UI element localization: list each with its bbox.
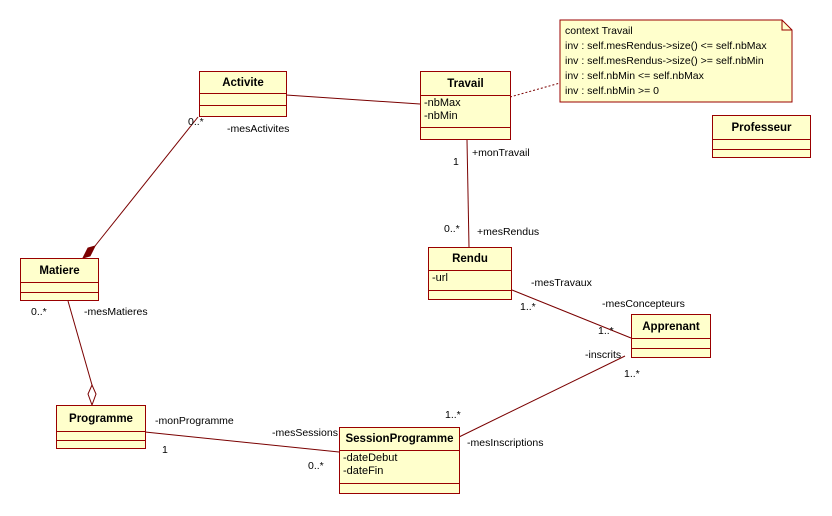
class-attributes: [632, 339, 710, 349]
role-label: -mesConcepteurs: [602, 298, 685, 310]
ocl-constraint-note[interactable]: context Travail inv : self.mesRendus->si…: [560, 20, 792, 102]
class-attributes: [713, 140, 810, 150]
class-travail[interactable]: Travail -nbMax -nbMin: [420, 71, 511, 140]
multiplicity-label: 1..*: [445, 409, 461, 421]
class-professeur[interactable]: Professeur: [712, 115, 811, 158]
class-activite[interactable]: Activite: [199, 71, 287, 117]
note-line: inv : self.mesRendus->size() >= self.nbM…: [565, 55, 764, 67]
aggregation-diamond: [87, 383, 97, 407]
class-name: Apprenant: [632, 315, 710, 339]
note-anchor-link: [509, 82, 561, 98]
role-label: +monTravail: [472, 147, 530, 159]
class-name: Travail: [421, 72, 510, 96]
note-shape: [559, 19, 793, 103]
note-line: inv : self.mesRendus->size() <= self.nbM…: [565, 40, 767, 52]
note-line: inv : self.nbMin <= self.nbMax: [565, 70, 704, 82]
session-apprenant-link: [458, 355, 626, 438]
class-attribute: -dateDebut: [343, 452, 398, 464]
class-attributes: -nbMax -nbMin: [421, 96, 510, 128]
multiplicity-label: 0..*: [308, 460, 324, 472]
composition-diamond: [82, 245, 96, 259]
multiplicity-label: 1: [453, 156, 459, 168]
class-attributes: [21, 283, 98, 293]
activite-travail-link: [285, 94, 421, 105]
class-name: Activite: [200, 72, 286, 94]
role-label: -monProgramme: [155, 415, 234, 427]
travail-rendu-link: [466, 139, 470, 248]
role-label: +mesRendus: [477, 226, 540, 238]
class-rendu[interactable]: Rendu -url: [428, 247, 512, 300]
matiere-programme-link: [67, 300, 93, 386]
class-attributes: -dateDebut -dateFin: [340, 451, 459, 484]
role-label: -mesSessions: [272, 427, 338, 439]
role-label: -mesInscriptions: [467, 437, 544, 449]
class-attribute: -nbMin: [424, 110, 458, 122]
class-attribute: -url: [432, 272, 448, 284]
class-attributes: -url: [429, 271, 511, 291]
class-sessionprogramme[interactable]: SessionProgramme -dateDebut -dateFin: [339, 427, 460, 494]
multiplicity-label: 1..*: [624, 368, 640, 380]
class-name: Programme: [57, 406, 145, 432]
rendu-apprenant-link: [511, 289, 632, 339]
multiplicity-label: 0..*: [188, 116, 204, 128]
multiplicity-label: 1..*: [598, 325, 614, 337]
class-attribute: -nbMax: [424, 97, 461, 109]
note-line: context Travail: [565, 25, 633, 37]
role-label: -mesMatieres: [84, 306, 148, 318]
role-label: -inscrits: [585, 349, 622, 361]
class-apprenant[interactable]: Apprenant: [631, 314, 711, 358]
class-name: Rendu: [429, 248, 511, 271]
class-matiere[interactable]: Matiere: [20, 258, 99, 301]
multiplicity-label: 1..*: [520, 301, 536, 313]
class-attribute: -dateFin: [343, 465, 384, 477]
note-fold: [781, 20, 792, 31]
class-attributes: [200, 94, 286, 106]
class-attributes: [57, 432, 145, 441]
class-programme[interactable]: Programme: [56, 405, 146, 449]
class-name: SessionProgramme: [340, 428, 459, 451]
activite-matiere-link: [94, 116, 199, 247]
note-line: inv : self.nbMin >= 0: [565, 85, 659, 97]
multiplicity-label: 0..*: [444, 223, 460, 235]
class-name: Matiere: [21, 259, 98, 283]
multiplicity-label: 1: [162, 444, 168, 456]
class-name: Professeur: [713, 116, 810, 140]
programme-session-link: [144, 431, 340, 453]
role-label: -mesTravaux: [531, 277, 592, 289]
multiplicity-label: 0..*: [31, 306, 47, 318]
role-label: -mesActivites: [227, 123, 290, 135]
